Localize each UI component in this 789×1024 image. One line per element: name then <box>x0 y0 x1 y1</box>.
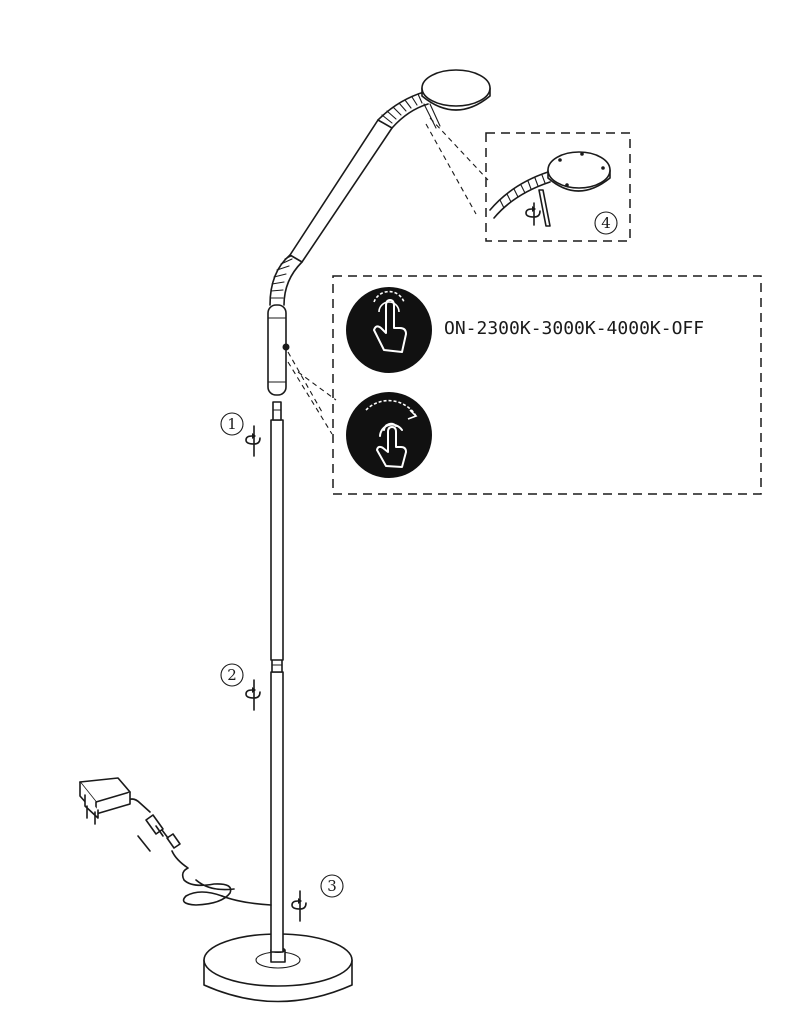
upper-gooseneck <box>377 91 429 129</box>
step-2-label: 2 <box>220 663 244 687</box>
step-1-label: 1 <box>220 412 244 436</box>
head-detail-leader-lines <box>425 117 489 215</box>
touch-sensor-dot <box>282 343 290 351</box>
rotate-arrow-icon <box>525 202 541 226</box>
head-detail-lamp-head <box>547 151 611 192</box>
svg-text:3: 3 <box>327 877 337 895</box>
svg-text:4: 4 <box>601 214 611 232</box>
rotate-arrow-icon <box>245 679 261 711</box>
touch-control-callout-box <box>332 275 762 495</box>
lower-gooseneck <box>269 253 303 306</box>
head-detail-screw <box>538 189 551 227</box>
svg-text:1: 1 <box>227 415 237 433</box>
power-adapter-icon <box>79 777 131 825</box>
plug-direction-arrow <box>137 825 164 852</box>
lamp-head <box>421 69 491 129</box>
head-detail-gooseneck <box>489 171 551 219</box>
head-detail-callout-box <box>485 132 631 242</box>
svg-text:2: 2 <box>227 666 237 684</box>
power-cable <box>171 850 272 906</box>
rotate-arrow-icon <box>291 890 307 922</box>
step-3-label: 3 <box>320 874 344 898</box>
pole-middle <box>270 419 284 661</box>
touch-sequence-text: ON-2300K-3000K-4000K-OFF <box>444 318 704 339</box>
touch-switch-housing <box>267 304 290 396</box>
touch-hold-dim-icon <box>346 392 432 478</box>
upper-arm <box>289 119 393 263</box>
pole-lower <box>270 671 284 953</box>
step-4-label: 4 <box>594 211 618 235</box>
rotate-arrow-icon <box>245 425 261 457</box>
dc-connector-male <box>161 829 181 849</box>
pole-joint-1 <box>272 401 282 421</box>
pole-joint-2 <box>271 658 283 673</box>
touch-callout-leader-lines <box>287 351 337 435</box>
tap-gesture-icon <box>346 287 432 373</box>
